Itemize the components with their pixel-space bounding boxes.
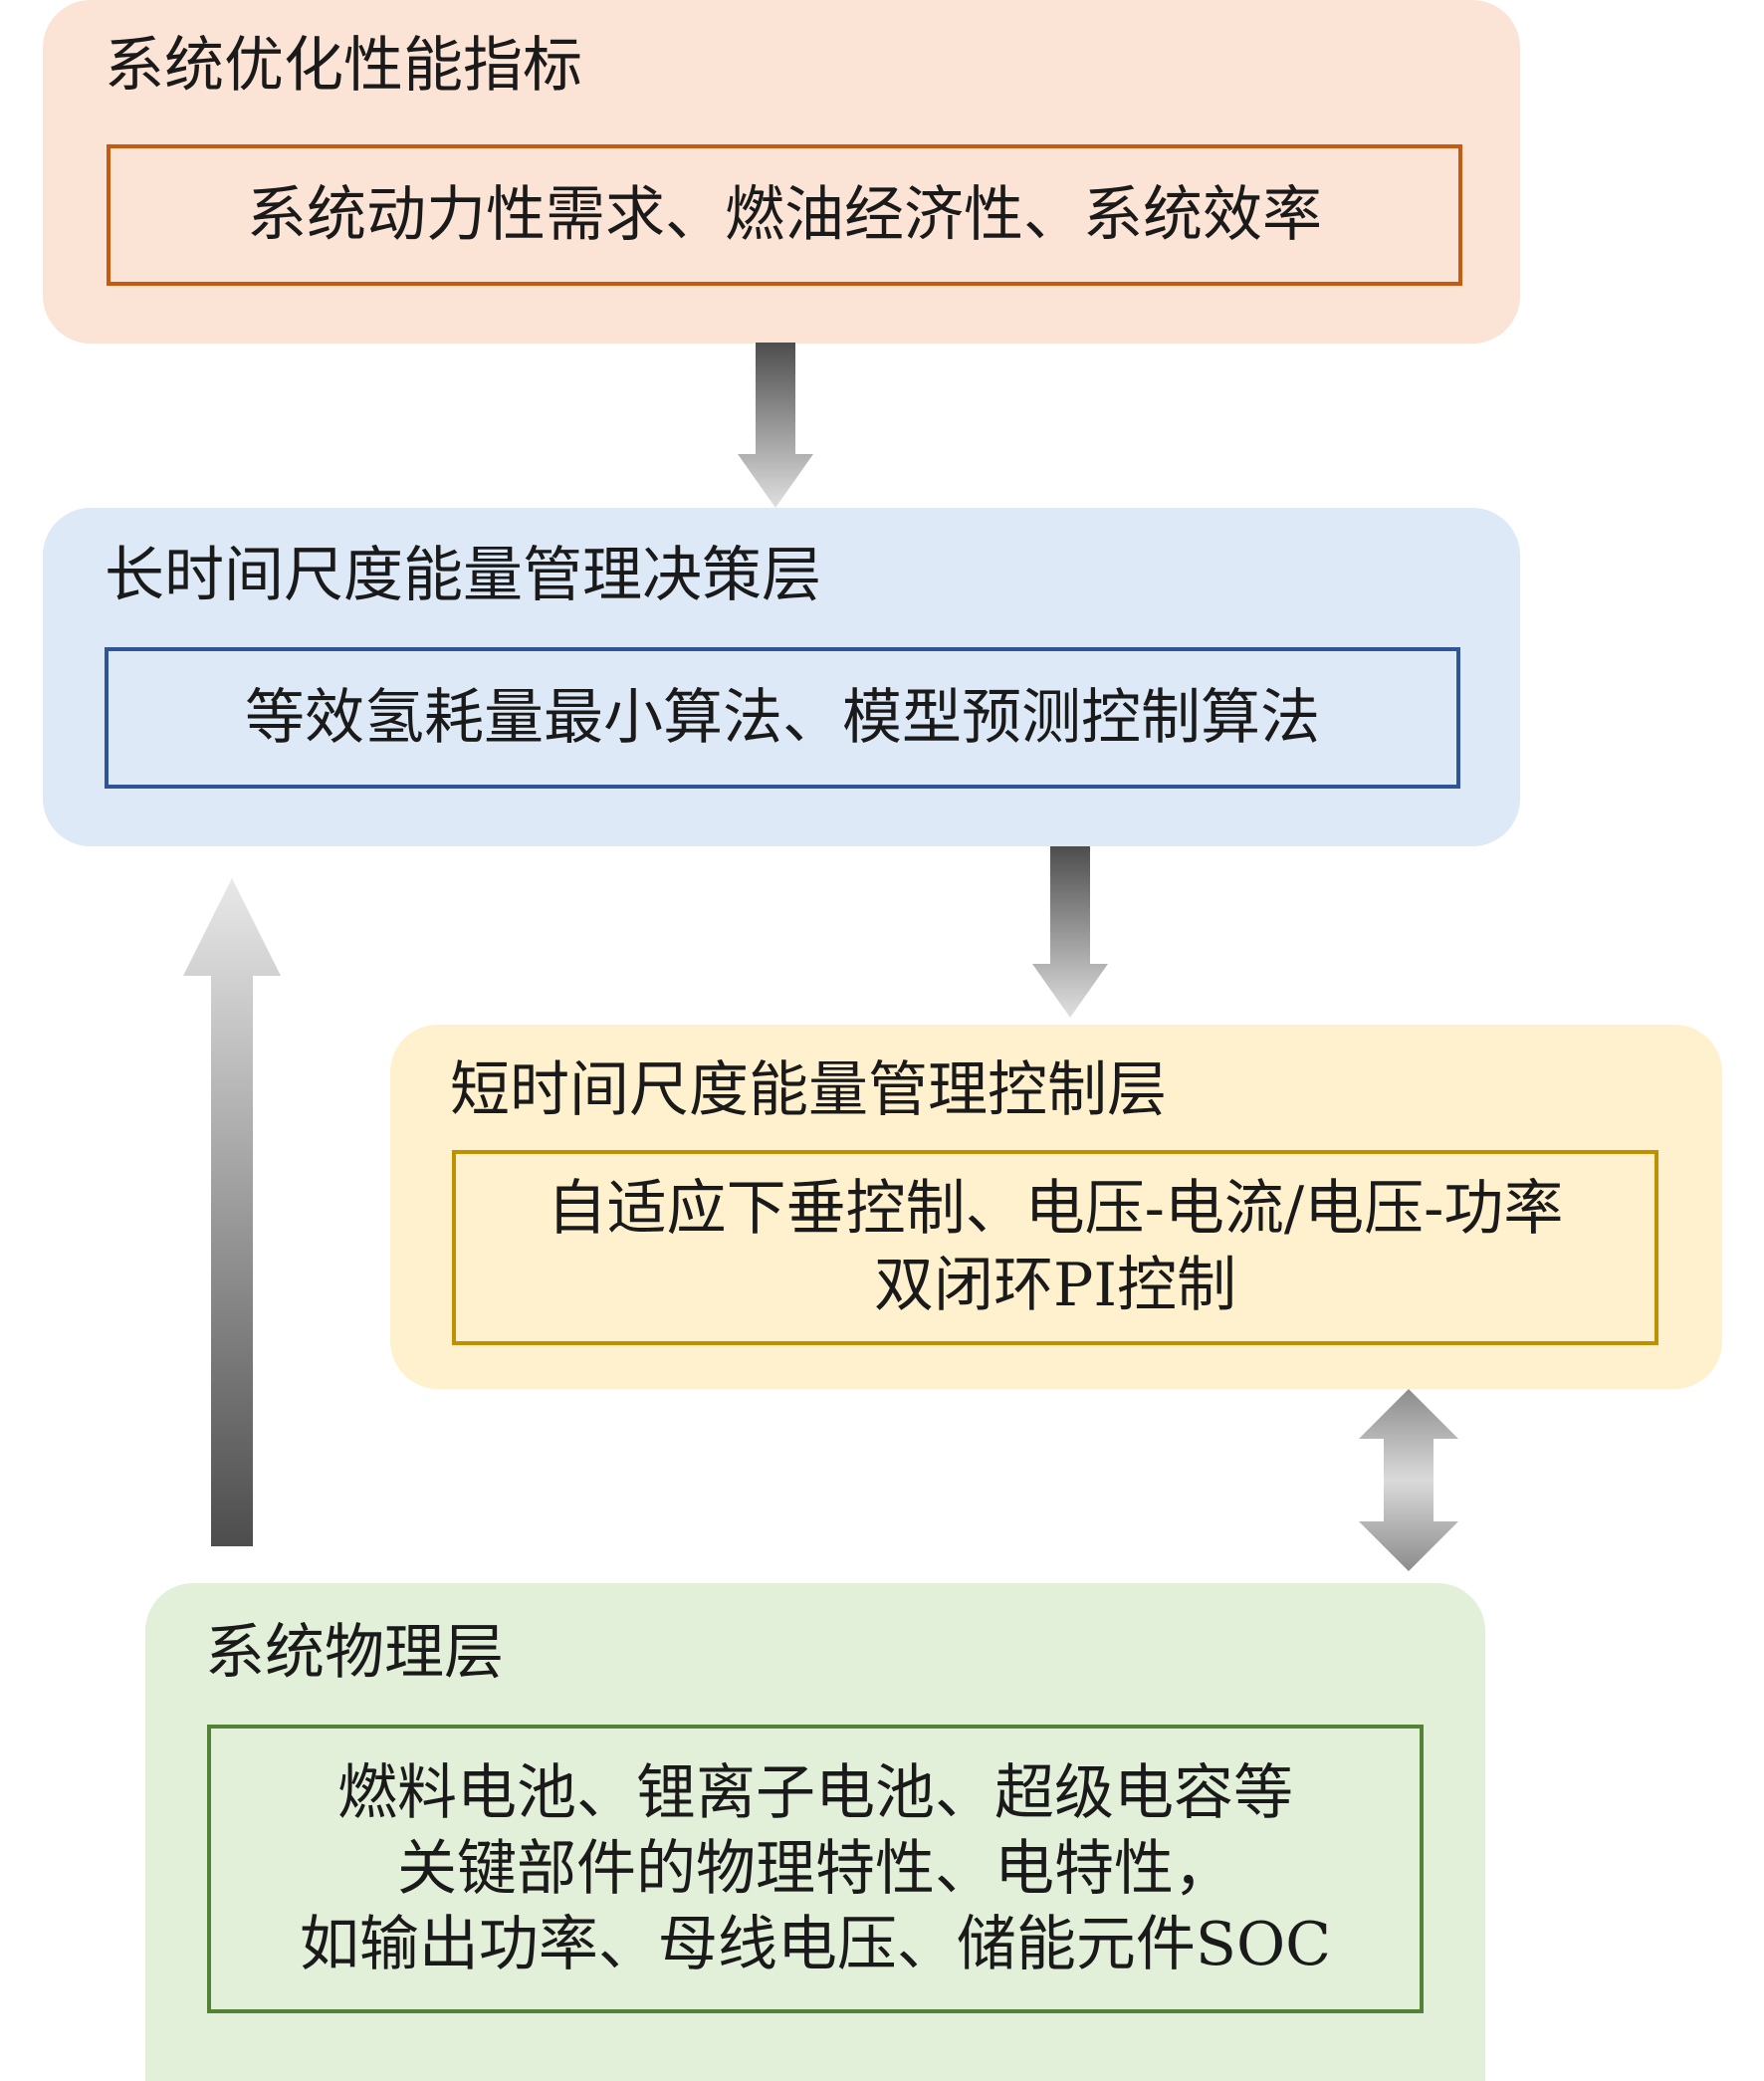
objectives-panel: 系统优化性能指标 系统动力性需求、燃油经济性、系统效率 — [43, 0, 1520, 344]
physical-content-line: 如输出功率、母线电压、储能元件SOC — [299, 1910, 1332, 1980]
arrow-down-long-to-short — [1032, 846, 1108, 1018]
arrow-up-physical-to-long — [183, 878, 281, 1546]
arrow-double-short-physical — [1359, 1389, 1458, 1571]
objectives-title: 系统优化性能指标 — [105, 31, 582, 101]
short-term-title: 短时间尺度能量管理控制层 — [450, 1055, 1167, 1125]
objectives-content-box: 系统动力性需求、燃油经济性、系统效率 — [107, 144, 1462, 286]
objectives-content-line: 系统动力性需求、燃油经济性、系统效率 — [247, 179, 1322, 250]
long-term-decision-panel: 长时间尺度能量管理决策层 等效氢耗量最小算法、模型预测控制算法 — [43, 508, 1520, 846]
arrow-down-objectives-to-long — [738, 343, 813, 508]
physical-content-line: 关键部件的物理特性、电特性， — [397, 1833, 1233, 1904]
short-term-control-panel: 短时间尺度能量管理控制层 自适应下垂控制、电压-电流/电压-功率 双闭环PI控制 — [390, 1025, 1722, 1389]
physical-content-box: 燃料电池、锂离子电池、超级电容等 关键部件的物理特性、电特性， 如输出功率、母线… — [207, 1725, 1424, 2013]
short-term-content-box: 自适应下垂控制、电压-电流/电压-功率 双闭环PI控制 — [452, 1150, 1658, 1345]
long-term-title: 长时间尺度能量管理决策层 — [105, 541, 821, 610]
short-term-content-line: 双闭环PI控制 — [873, 1251, 1237, 1320]
short-term-content-line: 自适应下垂控制、电压-电流/电压-功率 — [547, 1174, 1564, 1245]
long-term-content-line: 等效氢耗量最小算法、模型预测控制算法 — [245, 682, 1320, 753]
long-term-content-box: 等效氢耗量最小算法、模型预测控制算法 — [105, 647, 1460, 789]
physical-title: 系统物理层 — [205, 1618, 504, 1688]
physical-layer-panel: 系统物理层 燃料电池、锂离子电池、超级电容等 关键部件的物理特性、电特性， 如输… — [145, 1583, 1485, 2081]
physical-content-line: 燃料电池、锂离子电池、超级电容等 — [337, 1757, 1293, 1828]
